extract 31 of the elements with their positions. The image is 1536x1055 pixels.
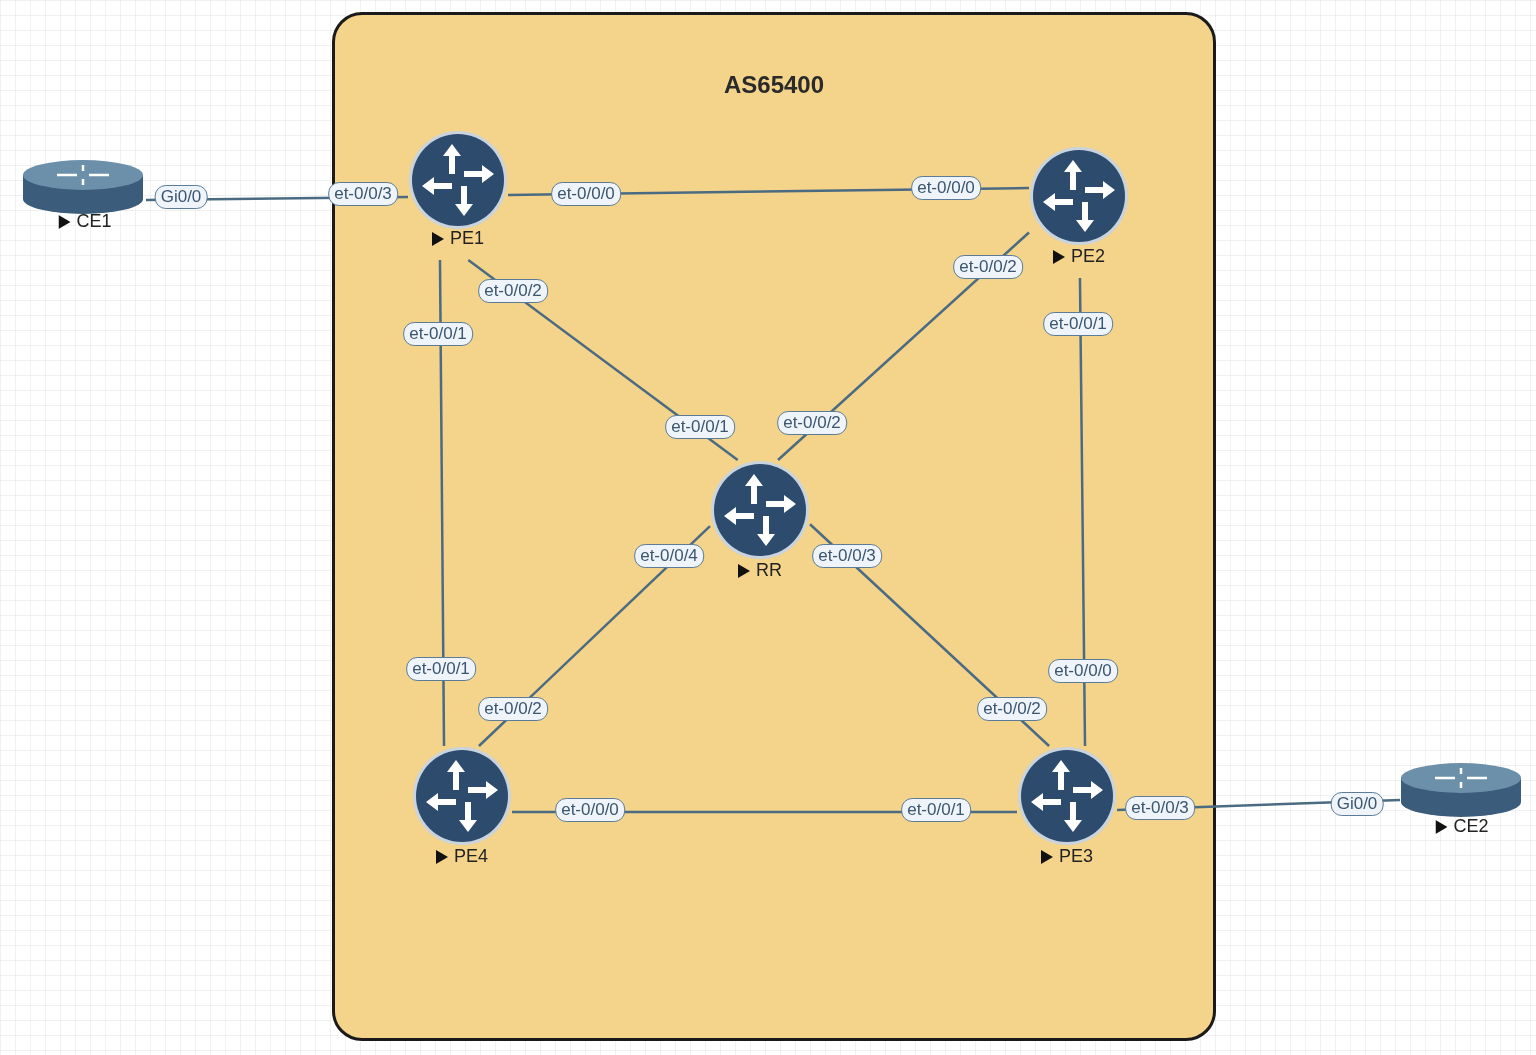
interface-label: et-0/0/1 bbox=[665, 415, 735, 439]
device-label: PE2 bbox=[1071, 246, 1105, 267]
interface-label: et-0/0/3 bbox=[812, 544, 882, 568]
interface-label: et-0/0/3 bbox=[1125, 796, 1195, 820]
device-label: CE1 bbox=[76, 211, 112, 232]
device-label: CE2 bbox=[1453, 816, 1489, 837]
device-label: PE1 bbox=[450, 228, 484, 249]
interface-label: Gi0/0 bbox=[154, 185, 208, 209]
interface-label: et-0/0/2 bbox=[478, 279, 548, 303]
device-label: PE4 bbox=[454, 846, 488, 867]
interface-label: et-0/0/1 bbox=[406, 657, 476, 681]
link-line bbox=[1078, 278, 1087, 746]
link-line bbox=[438, 260, 446, 746]
interface-label: et-0/0/2 bbox=[478, 697, 548, 721]
interface-label: et-0/0/0 bbox=[555, 798, 625, 822]
interface-label: et-0/0/0 bbox=[551, 182, 621, 206]
interface-label: et-0/0/1 bbox=[403, 322, 473, 346]
area-title: AS65400 bbox=[722, 71, 826, 99]
interface-label: et-0/0/0 bbox=[1048, 659, 1118, 683]
interface-label: et-0/0/1 bbox=[1043, 312, 1113, 336]
interface-label: et-0/0/0 bbox=[911, 176, 981, 200]
interface-label: et-0/0/2 bbox=[777, 411, 847, 435]
device-label: PE3 bbox=[1059, 846, 1093, 867]
interface-label: et-0/0/4 bbox=[634, 544, 704, 568]
interface-label: et-0/0/3 bbox=[328, 182, 398, 206]
network-area bbox=[332, 12, 1216, 1041]
interface-label: Gi0/0 bbox=[1330, 792, 1384, 816]
device-label: RR bbox=[756, 560, 782, 581]
interface-label: et-0/0/1 bbox=[901, 798, 971, 822]
interface-label: et-0/0/2 bbox=[953, 255, 1023, 279]
interface-label: et-0/0/2 bbox=[977, 697, 1047, 721]
